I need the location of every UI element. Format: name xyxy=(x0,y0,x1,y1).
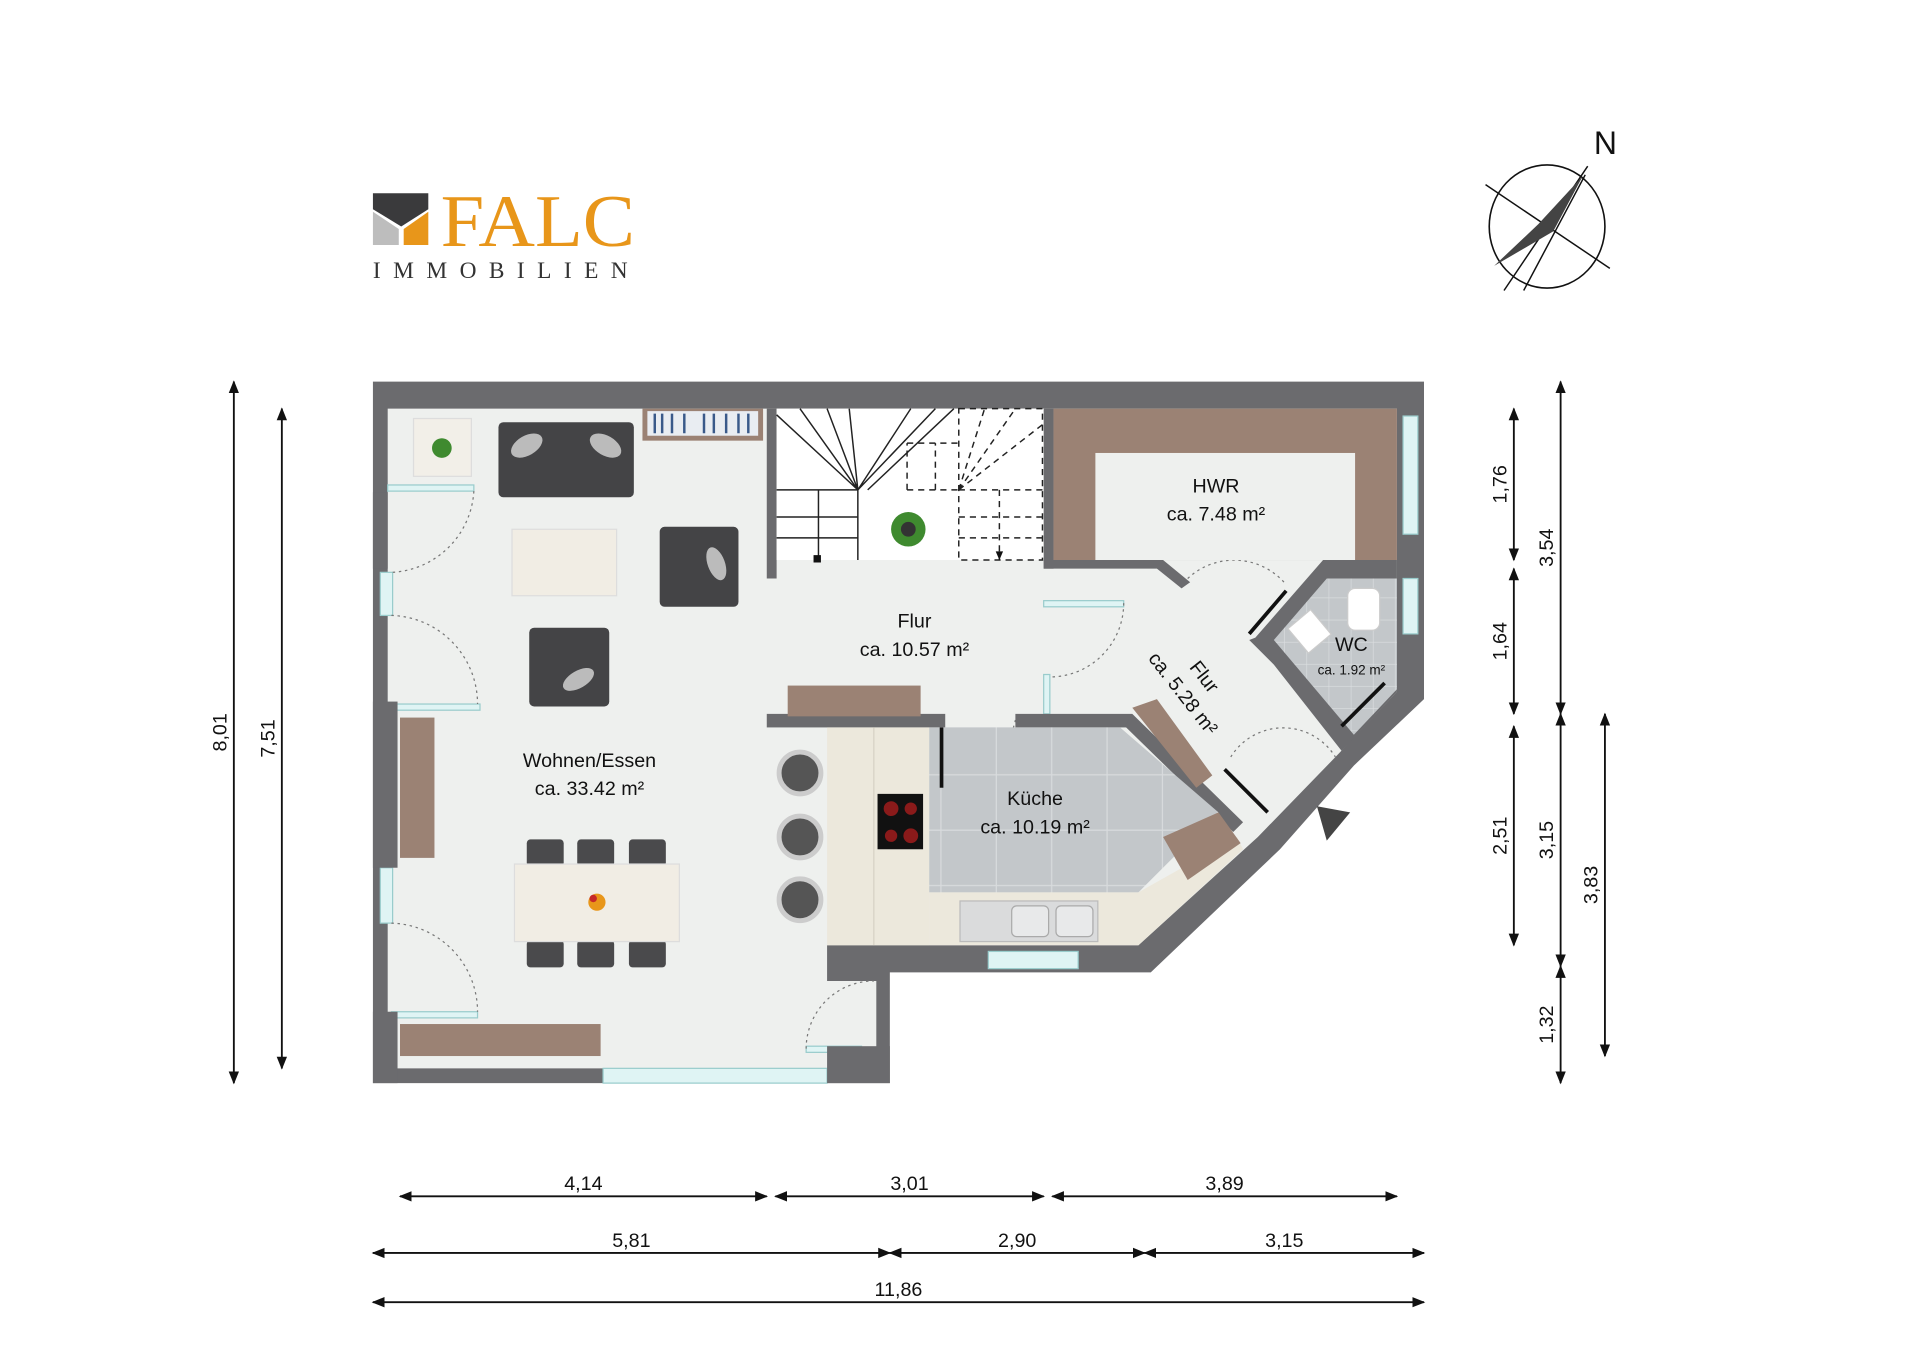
dimension-label: 5,81 xyxy=(612,1230,650,1252)
hwr-room: HWR ca. 7.48 m² xyxy=(1043,408,1397,589)
room-area-flur: ca. 10.57 m² xyxy=(860,639,970,661)
wall-segment xyxy=(372,1011,398,1084)
dimension-right-4: 3,15 xyxy=(1536,712,1566,968)
room-name-flur: Flur xyxy=(898,611,932,633)
room-area-wc: ca. 1.92 m² xyxy=(1318,662,1386,677)
logo-mark-grey xyxy=(372,211,399,245)
logo-subtitle: IMMOBILIEN xyxy=(373,258,636,284)
dimension-label: 3,01 xyxy=(890,1173,928,1195)
dimension-label: 11,86 xyxy=(875,1279,923,1301)
dimension-bottom-2: 3,89 xyxy=(1051,1173,1399,1202)
room-area-hwr: ca. 7.48 m² xyxy=(1167,504,1266,526)
sideboard xyxy=(787,685,921,717)
dimension-bottom-6: 11,86 xyxy=(371,1279,1426,1308)
dimension-right-6: 3,83 xyxy=(1581,712,1611,1058)
dimension-bottom-5: 3,15 xyxy=(1143,1230,1426,1259)
wall-segment xyxy=(372,701,398,868)
dimension-label: 1,76 xyxy=(1489,465,1511,503)
dimension-label: 1,32 xyxy=(1536,1005,1558,1043)
dimension-bottom-4: 2,90 xyxy=(888,1230,1146,1259)
room-name-wc: WC xyxy=(1335,634,1368,656)
dimension-left-0: 8,01 xyxy=(209,380,240,1085)
dimension-right-1: 1,64 xyxy=(1489,567,1520,716)
compass-icon: N xyxy=(1485,125,1617,291)
falc-logo: FALC IMMOBILIEN xyxy=(372,180,636,284)
bar-stools xyxy=(776,749,824,924)
dimension-label: 3,83 xyxy=(1581,866,1603,904)
dimension-right-3: 3,54 xyxy=(1536,380,1566,716)
room-name-hwr: HWR xyxy=(1192,475,1239,497)
dimension-label: 3,54 xyxy=(1536,529,1558,567)
wc-room: WC ca. 1.92 m² xyxy=(1247,560,1397,751)
plant-icon xyxy=(891,512,926,547)
logo-mark-orange xyxy=(403,211,429,245)
entrance xyxy=(1223,767,1351,841)
dimension-label: 8,01 xyxy=(209,713,231,751)
entrance-arrow-icon xyxy=(1316,806,1351,841)
dimension-right-2: 2,51 xyxy=(1489,724,1520,947)
dimension-label: 3,15 xyxy=(1536,821,1558,859)
dimension-left-1: 7,51 xyxy=(257,407,288,1070)
dimension-label: 4,14 xyxy=(564,1173,602,1195)
logo-brand: FALC xyxy=(441,180,635,262)
room-area-kueche: ca. 10.19 m² xyxy=(980,816,1090,838)
dimension-bottom-0: 4,14 xyxy=(398,1173,769,1202)
dimension-bottom-1: 3,01 xyxy=(774,1173,1045,1202)
dimension-label: 3,15 xyxy=(1265,1230,1303,1252)
dimension-label: 2,90 xyxy=(998,1230,1036,1252)
kitchen-room: Küche ca. 10.19 m² xyxy=(766,699,1244,946)
dimension-lines: 8,01 7,51 1,76 1,64 2,51 3,54 3,15 1,32 3,83 4,14… xyxy=(209,380,1611,1308)
room-area-wohnen: ca. 33.42 m² xyxy=(535,778,645,800)
dimension-bottom-3: 5,81 xyxy=(371,1230,892,1259)
wall-segment xyxy=(372,492,388,569)
wall-segment xyxy=(827,1046,890,1084)
staircase xyxy=(766,407,1044,579)
dimension-label: 2,51 xyxy=(1489,817,1511,855)
dimension-label: 7,51 xyxy=(257,719,279,757)
dimension-label: 1,64 xyxy=(1489,622,1511,660)
room-name-kueche: Küche xyxy=(1007,788,1063,810)
dimension-right-0: 1,76 xyxy=(1489,407,1520,562)
compass-north-label: N xyxy=(1594,125,1617,161)
logo-mark-dark xyxy=(372,193,429,227)
living-furniture xyxy=(400,408,764,1057)
room-name-wohnen: Wohnen/Essen xyxy=(523,750,656,772)
dimension-label: 3,89 xyxy=(1205,1173,1243,1195)
dimension-right-5: 1,32 xyxy=(1536,964,1566,1085)
